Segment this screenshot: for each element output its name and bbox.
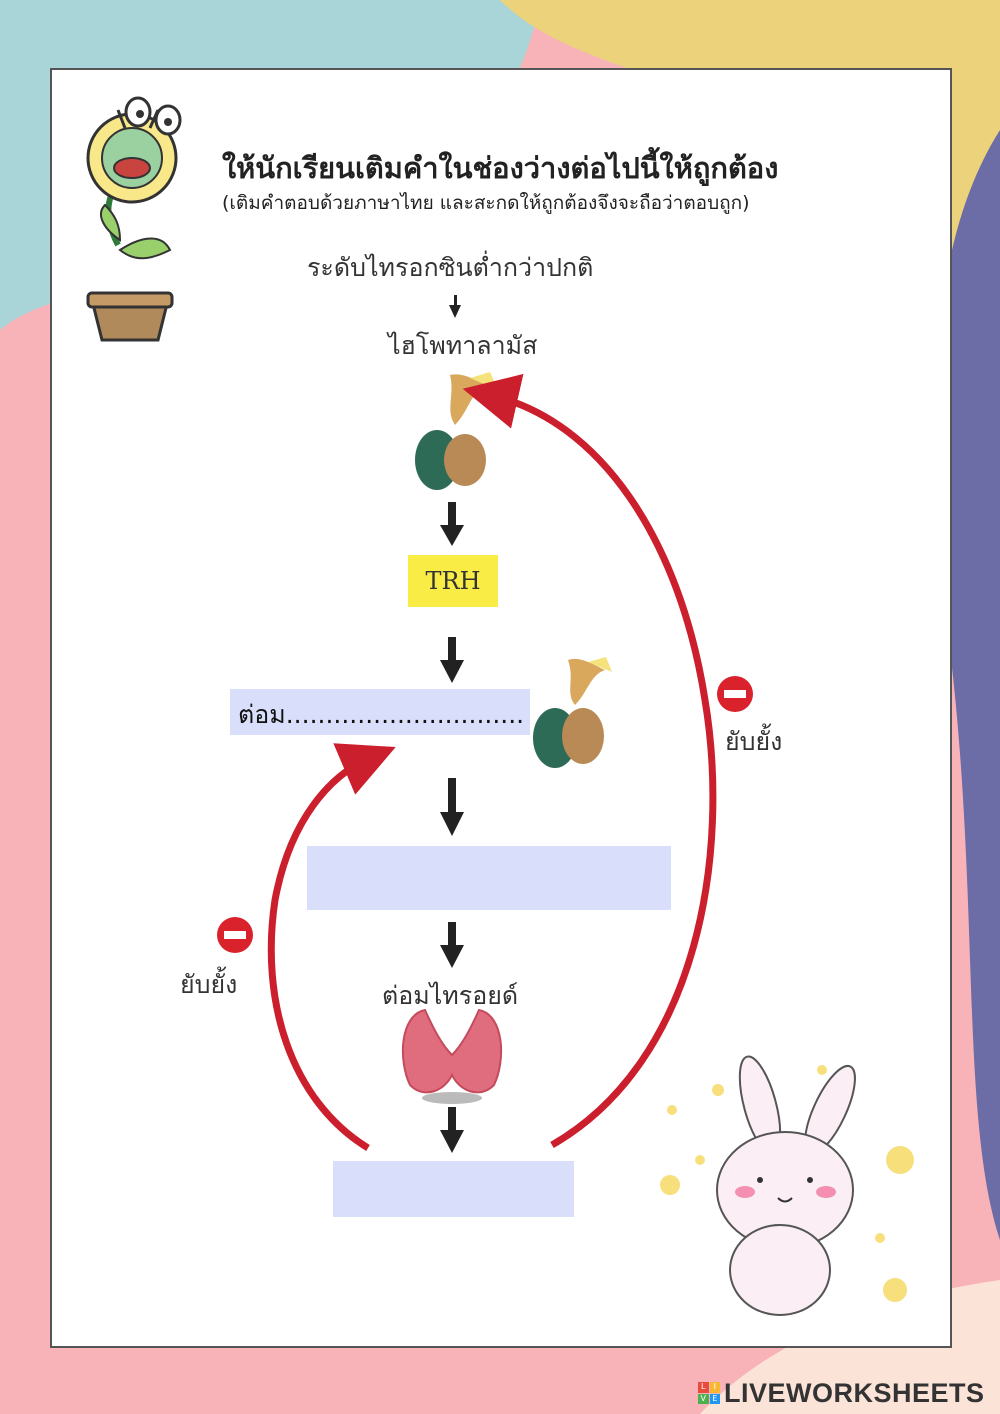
answer-blank-1-text: ต่อม.............................. <box>238 700 525 729</box>
thyroid-label: ต่อมไทรอยด์ <box>382 981 519 1010</box>
brand-name[interactable]: LIVEWORKSHEETS <box>724 1378 985 1408</box>
logo-letter: V <box>698 1393 709 1404</box>
inhibit-label-right: ยับยั้ง <box>725 727 783 756</box>
inhibit-label-left: ยับยั้ง <box>180 970 238 999</box>
logo-letter: I <box>709 1382 720 1393</box>
page-subtitle: (เติมคำตอบด้วยภาษาไทย และสะกดให้ถูกต้องจ… <box>222 192 750 214</box>
answer-blank-2[interactable] <box>307 846 671 910</box>
answer-blank-1[interactable]: ต่อม.............................. <box>230 689 530 735</box>
logo-letter: L <box>698 1382 709 1393</box>
brand-logo-icon: L I V E <box>698 1382 720 1404</box>
page-title: ให้นักเรียนเติมคำในช่องว่างต่อไปนี้ให้ถู… <box>222 151 779 185</box>
logo-letter: E <box>709 1393 720 1404</box>
trh-label: TRH <box>425 567 481 595</box>
answer-blank-3[interactable] <box>333 1161 574 1217</box>
start-condition-label: ระดับไทรอกซินต่ำกว่าปกติ <box>307 253 594 282</box>
hypothalamus-label: ไฮโพทาลามัส <box>388 331 538 360</box>
trh-box: TRH <box>408 555 498 607</box>
